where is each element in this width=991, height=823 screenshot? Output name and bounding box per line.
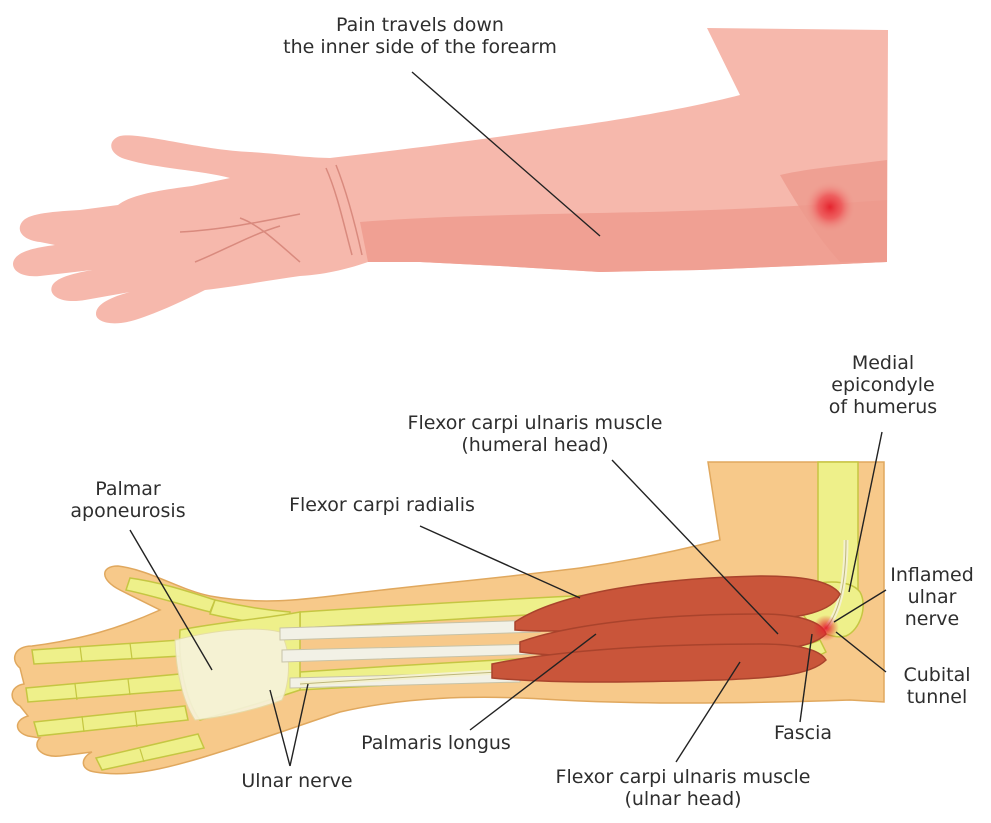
palmaris-longus-label: Palmaris longus <box>336 732 536 754</box>
inflamed-ulnar-nerve-label: Inflamed ulnar nerve <box>880 564 984 630</box>
medial-epicondyle-line-1: Medial <box>808 352 958 374</box>
palmar-aponeurosis-label: Palmar aponeurosis <box>48 478 208 522</box>
palmar-aponeurosis-line-2: aponeurosis <box>48 500 208 522</box>
pain-callout-line-1: Pain travels down <box>255 14 585 36</box>
elbow-pain-spot <box>804 181 856 233</box>
medial-epicondyle-label: Medial epicondyle of humerus <box>808 352 958 418</box>
ulnar-nerve-line-1: Ulnar nerve <box>222 770 372 792</box>
top-arm-skin <box>13 28 888 323</box>
fascia-label: Fascia <box>758 722 848 744</box>
inflamed-ulnar-nerve-line-3: nerve <box>880 608 984 630</box>
cubital-tunnel-line-1: Cubital <box>890 664 984 686</box>
fcu-ulnar-line-2: (ulnar head) <box>528 788 838 810</box>
top-arm <box>13 28 888 323</box>
flexor-carpi-radialis-line-1: Flexor carpi radialis <box>262 494 502 516</box>
cubital-tunnel-line-2: tunnel <box>890 686 984 708</box>
fascia-line-1: Fascia <box>758 722 848 744</box>
pain-callout-label: Pain travels down the inner side of the … <box>255 14 585 58</box>
palmar-aponeurosis-line-1: Palmar <box>48 478 208 500</box>
inflamed-ulnar-nerve-line-1: Inflamed <box>880 564 984 586</box>
fcu-ulnar-label: Flexor carpi ulnaris muscle (ulnar head) <box>528 766 838 810</box>
fcu-humeral-label: Flexor carpi ulnaris muscle (humeral hea… <box>380 412 690 456</box>
fcu-humeral-line-1: Flexor carpi ulnaris muscle <box>380 412 690 434</box>
ulnar-nerve-label: Ulnar nerve <box>222 770 372 792</box>
medial-epicondyle-line-2: epicondyle <box>808 374 958 396</box>
inflamed-nerve-spot <box>813 615 839 641</box>
inflamed-ulnar-nerve-line-2: ulnar <box>880 586 984 608</box>
medial-epicondyle-line-3: of humerus <box>808 396 958 418</box>
palmaris-longus-line-1: Palmaris longus <box>336 732 536 754</box>
fcu-humeral-line-2: (humeral head) <box>380 434 690 456</box>
pain-callout-line-2: the inner side of the forearm <box>255 36 585 58</box>
fcu-ulnar-line-1: Flexor carpi ulnaris muscle <box>528 766 838 788</box>
flexor-carpi-radialis-label: Flexor carpi radialis <box>262 494 502 516</box>
cubital-tunnel-label: Cubital tunnel <box>890 664 984 708</box>
